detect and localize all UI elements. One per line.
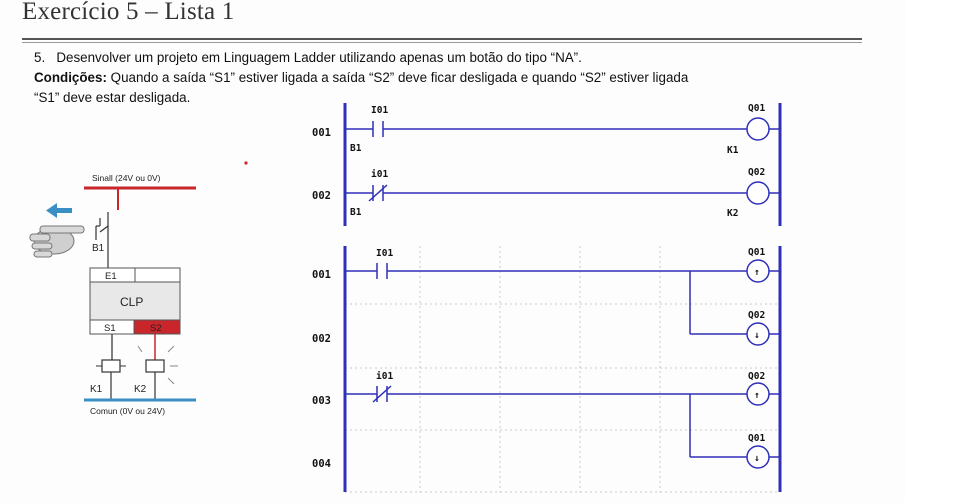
title-divider-thin [22, 42, 862, 43]
rung-number: 001 [312, 127, 331, 139]
contact-label: B1 [350, 207, 362, 218]
ladder-grid [345, 246, 780, 493]
coil-symbol: ↑ [754, 390, 760, 401]
coil-tag: Q02 [748, 371, 765, 382]
plc-label: CLP [120, 295, 143, 309]
coil-tag: Q01 [748, 103, 765, 114]
slide-title: Exercício 5 – Lista 1 [22, 0, 235, 25]
question-conditions-line: Condições: Quando a saída “S1” estiver l… [34, 70, 688, 85]
contact-tag: I01 [376, 248, 393, 259]
ladder-top-rung: 002 i01 B1 Q02 K2 [312, 167, 780, 219]
slide: Exercício 5 – Lista 1 5. Desenvolver um … [22, 0, 862, 493]
coil-icon [746, 181, 770, 205]
button-label: B1 [92, 243, 105, 254]
coil-symbol: ↑ [754, 267, 760, 278]
conditions-label: Condições: [34, 70, 107, 85]
contact-tag: i01 [371, 169, 388, 180]
ladder-bottom: 001 I01 ↑ Q01 002 ↓ [312, 246, 782, 493]
signal-label: Sinall (24V ou 0V) [92, 173, 161, 183]
output1-label: S1 [104, 323, 116, 334]
output2-label: S2 [150, 323, 162, 334]
rung-number: 001 [312, 269, 331, 281]
rung-number: 002 [312, 333, 331, 345]
red-dot-mark [244, 161, 248, 165]
contact-label: B1 [350, 143, 362, 154]
coil-tag: Q02 [748, 310, 765, 321]
coil-label: K2 [727, 208, 738, 219]
coil-tag: Q02 [748, 167, 765, 178]
coil-tag: Q01 [748, 247, 765, 258]
relay-k2-icon [137, 345, 178, 400]
coil-tag: Q01 [748, 433, 765, 444]
common-label: Comun (0V ou 24V) [90, 406, 165, 416]
rung-number: 003 [312, 395, 331, 407]
contact-na-icon [376, 263, 388, 279]
question-number: 5. [34, 50, 46, 65]
question-statement: Desenvolver um projeto em Linguagem Ladd… [56, 50, 582, 65]
ladder-top: 001 I01 B1 Q01 K1 002 [312, 103, 782, 226]
input-label: E1 [105, 271, 117, 282]
ladder-bottom-rung: 001 I01 ↑ Q01 [312, 247, 780, 283]
question-conditions-line-2: “S1” deve estar desligada. [34, 90, 190, 105]
question-statement-line: 5. Desenvolver um projeto em Linguagem L… [34, 50, 582, 65]
ladder-bottom-rung: 003 i01 ↑ Q02 [312, 371, 780, 407]
ladder-diagrams: 001 I01 B1 Q01 K1 002 [244, 103, 782, 493]
push-button-symbol [95, 212, 109, 258]
wiring-diagram: Sinall (24V ou 0V) B1 [29, 173, 196, 416]
contact-tag: I01 [371, 105, 388, 116]
conditions-text: Quando a saída “S1” estiver ligada a saí… [110, 70, 689, 85]
relay2-label: K2 [134, 384, 147, 395]
push-arrow-icon [46, 203, 72, 218]
hand-icon [29, 225, 85, 258]
relay1-label: K1 [90, 384, 103, 395]
ladder-bottom-rung: 004 ↓ Q01 [312, 433, 780, 470]
coil-symbol: ↓ [754, 330, 760, 341]
contact-tag: i01 [376, 371, 393, 382]
rung-number: 004 [312, 458, 331, 470]
relay-k1-icon [96, 359, 126, 400]
contact-na-icon [372, 121, 384, 137]
right-margin [905, 0, 964, 503]
ladder-top-rung: 001 I01 B1 Q01 K1 [312, 103, 780, 156]
conditions-text-2: “S1” deve estar desligada. [34, 90, 191, 105]
rung-number: 002 [312, 190, 331, 202]
plc-block [89, 267, 181, 335]
coil-icon [746, 117, 770, 141]
ladder-bottom-rung: 002 ↓ Q02 [312, 310, 780, 346]
title-divider [22, 38, 862, 40]
coil-symbol: ↓ [754, 453, 760, 464]
coil-label: K1 [727, 145, 739, 156]
